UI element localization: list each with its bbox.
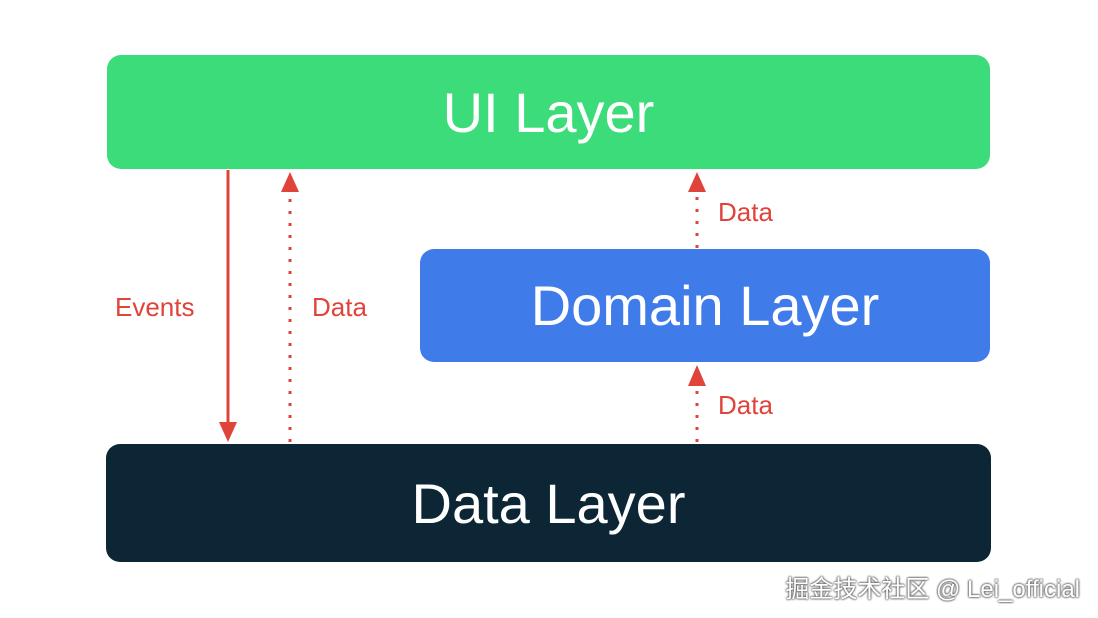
ui-layer-box: UI Layer [107, 55, 990, 169]
events-label: Events [115, 292, 195, 322]
events-arrow [219, 170, 237, 442]
data-layer-box: Data Layer [106, 444, 991, 562]
watermark: 掘金技术社区 @ Lei_official [785, 576, 1080, 603]
data-to-ui-arrow-left [281, 172, 299, 442]
ui-layer-label: UI Layer [442, 80, 655, 144]
domain-layer-label: Domain Layer [530, 274, 880, 337]
domain-layer-box: Domain Layer [420, 249, 990, 362]
data-layer-label: Data Layer [411, 471, 686, 535]
domain-to-ui-arrow [688, 172, 706, 248]
data-to-domain-arrow [688, 365, 706, 442]
data-to-ui-label-left: Data [312, 292, 367, 322]
data-to-domain-label: Data [718, 390, 773, 420]
domain-to-ui-label: Data [718, 197, 773, 227]
